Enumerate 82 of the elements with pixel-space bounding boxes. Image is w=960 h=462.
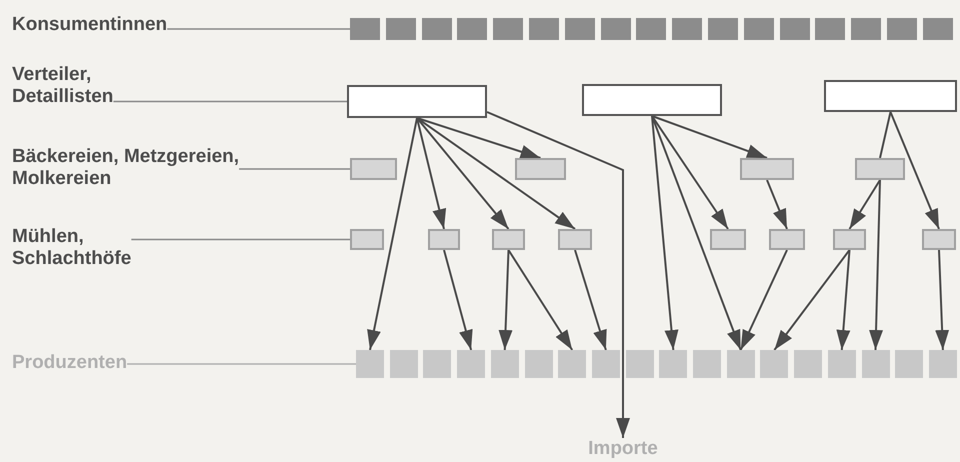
arrow: [651, 116, 678, 350]
arrow: [367, 118, 418, 350]
category-label: Verteiler, Detaillisten: [12, 64, 114, 107]
mill-box: [922, 229, 956, 250]
mill-box: [558, 229, 592, 250]
arrow: [486, 111, 630, 438]
processor-box: [350, 158, 397, 180]
producer-square: [760, 350, 788, 378]
consumer-square: [815, 18, 846, 40]
consumer-square: [744, 18, 774, 40]
producer-square: [390, 350, 418, 378]
producer-square: [794, 350, 822, 378]
distributor-box: [582, 84, 722, 116]
producer-square: [726, 350, 755, 378]
leader-line: [127, 363, 356, 365]
processor-box: [740, 158, 794, 180]
arrow: [574, 250, 607, 350]
mill-box: [428, 229, 460, 250]
producer-square: [693, 350, 721, 378]
producer-square: [862, 350, 890, 378]
distributor-box: [824, 80, 957, 112]
mill-box: [833, 229, 866, 250]
leader-line: [131, 238, 350, 240]
consumer-square: [529, 18, 559, 40]
producer-square: [457, 350, 486, 378]
consumer-square: [922, 18, 953, 40]
mill-box: [710, 229, 746, 250]
producer-square: [592, 350, 620, 378]
consumer-square: [887, 18, 917, 40]
mill-box: [350, 229, 384, 250]
consumer-square: [564, 18, 595, 40]
arrow: [416, 118, 446, 230]
consumer-square: [780, 18, 810, 40]
arrow: [766, 180, 788, 230]
arrow: [651, 116, 742, 350]
category-label: Mühlen, Schlachthöfe: [12, 226, 132, 269]
consumer-square: [851, 18, 882, 40]
consumer-square: [457, 18, 488, 40]
leader-line: [167, 28, 350, 30]
category-label: Konsumentinnen: [12, 14, 168, 35]
consumer-square: [386, 18, 416, 40]
arrow: [848, 179, 881, 230]
consumer-square: [636, 18, 666, 40]
category-label: Importe: [588, 438, 658, 459]
consumer-square: [493, 18, 524, 40]
arrow: [498, 250, 513, 350]
consumer-square: [708, 18, 738, 40]
category-label: Bäckereien, Metzgereien, Molkereien: [12, 146, 240, 189]
producer-square: [490, 350, 519, 378]
mill-box: [492, 229, 525, 250]
category-label: Produzenten: [12, 352, 128, 373]
arrow: [508, 249, 574, 351]
arrow: [935, 250, 950, 350]
producer-square: [524, 350, 552, 378]
arrow: [416, 117, 510, 230]
producer-square: [895, 350, 924, 378]
consumer-square: [422, 18, 452, 40]
producer-square: [928, 350, 957, 378]
distributor-box: [347, 85, 487, 118]
arrow: [774, 249, 850, 351]
arrow: [651, 115, 729, 230]
arrow: [652, 115, 768, 159]
producer-square: [626, 350, 654, 378]
processor-box: [515, 158, 566, 180]
arrow: [740, 250, 788, 350]
consumer-square: [350, 18, 380, 40]
consumer-square: [600, 18, 631, 40]
arrow: [443, 250, 473, 350]
producer-square: [423, 350, 452, 378]
arrow: [416, 117, 541, 159]
mill-box: [769, 229, 805, 250]
consumer-square: [672, 18, 702, 40]
arrow: [890, 112, 940, 230]
arrow: [836, 250, 850, 350]
producer-square: [659, 350, 688, 378]
producer-square: [558, 350, 586, 378]
arrow: [869, 180, 884, 350]
leader-line: [239, 168, 350, 170]
processor-box: [855, 158, 905, 180]
leader-line: [113, 100, 347, 102]
producer-square: [828, 350, 856, 378]
producer-square: [356, 350, 384, 378]
